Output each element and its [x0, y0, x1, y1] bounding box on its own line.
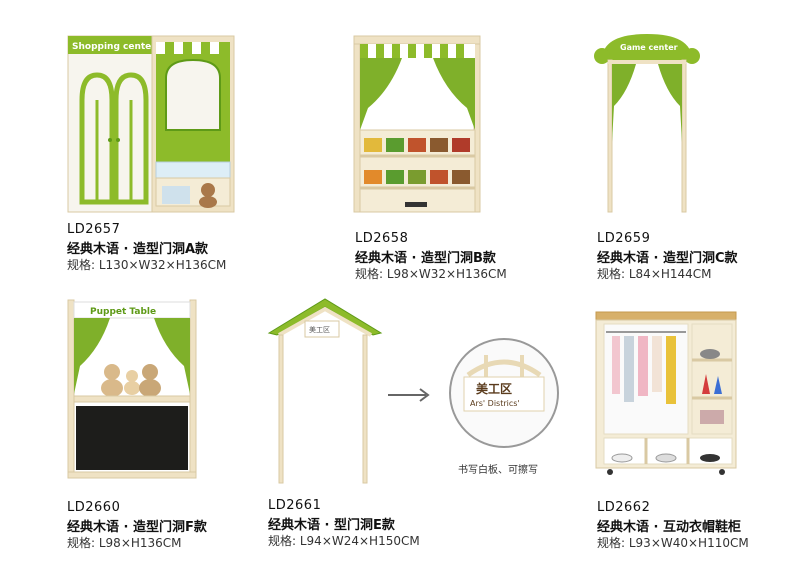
product-name: 经典木语 · 造型门洞C款: [597, 251, 738, 266]
product-spec: 规格: L130×W32×H136CM: [67, 258, 227, 272]
product-code: LD2657: [67, 222, 121, 237]
product-name: 经典木语 · 造型门洞A款: [67, 242, 209, 257]
product-code: LD2661: [268, 498, 322, 513]
product-spec: 规格: L84×H144CM: [597, 267, 712, 281]
product-code: LD2659: [597, 231, 651, 246]
sign-cn-text: 美工区: [476, 381, 512, 396]
product-name: 经典木语 · 互动衣帽鞋柜: [597, 520, 741, 535]
product-spec: 规格: L94×W24×H150CM: [268, 534, 420, 548]
sign-en-text: Ars' Districs': [470, 399, 520, 408]
arrow-right-icon: [388, 388, 430, 402]
product-code: LD2660: [67, 500, 121, 515]
sign-shopping-center: Shopping center: [72, 42, 156, 52]
product-spec: 规格: L98×H136CM: [67, 536, 182, 550]
sign-art-district-small: 美工区: [309, 325, 330, 334]
product-image-ld2657: Shopping center: [67, 35, 235, 213]
whiteboard-note: 书写白板、可擦写: [458, 465, 538, 476]
product-spec: 规格: L98×W32×H136CM: [355, 267, 507, 281]
product-spec: 规格: L93×W40×H110CM: [597, 536, 749, 550]
product-image-ld2659: Game center: [594, 34, 700, 213]
product-code: LD2658: [355, 231, 409, 246]
product-name: 经典木语 · 造型门洞B款: [355, 251, 496, 266]
sign-game-center: Game center: [620, 43, 678, 52]
product-image-ld2660: Puppet Table: [67, 299, 197, 479]
product-image-ld2661: 美工区: [267, 298, 383, 484]
product-name: 经典木语 · 造型门洞F款: [67, 520, 207, 535]
product-image-ld2662: [595, 311, 737, 475]
product-image-ld2658: [353, 35, 481, 213]
sign-detail-zoom: 美工区 Ars' Districs': [449, 338, 559, 448]
product-code: LD2662: [597, 500, 651, 515]
sign-puppet-table: Puppet Table: [90, 307, 156, 317]
product-name: 经典木语 · 型门洞E款: [268, 518, 395, 533]
